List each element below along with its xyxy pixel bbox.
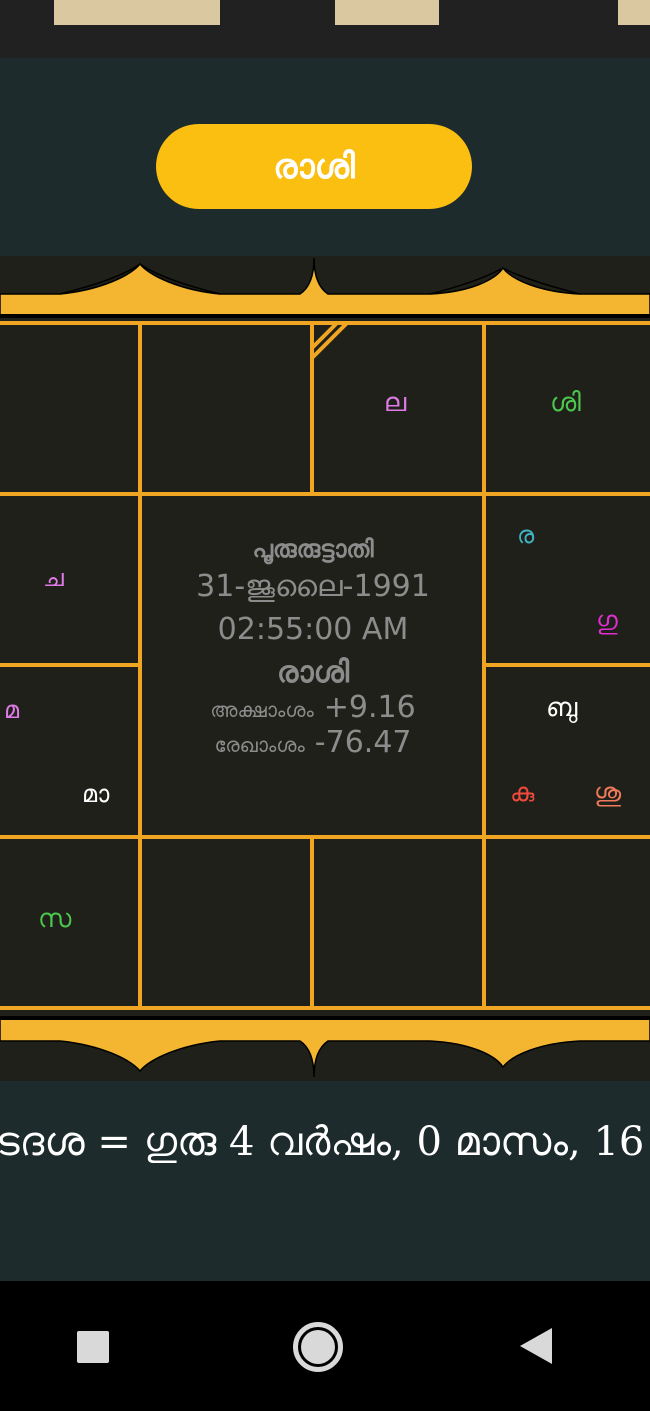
- latitude-value: +9.16: [323, 690, 416, 725]
- longitude-value: -76.47: [314, 725, 412, 760]
- recent-apps-icon[interactable]: [77, 1331, 109, 1363]
- back-icon[interactable]: [520, 1328, 552, 1364]
- latitude-row: അക്ഷാംശം +9.16: [210, 690, 415, 725]
- planet-budha[interactable]: ബു: [546, 693, 578, 723]
- top-tab-middle[interactable]: [335, 0, 439, 25]
- nakshatra-label: പൂരുരുട്ടാതി: [252, 535, 374, 563]
- dasha-panel: ടദശ = ഗുരു 4 വർഷം, 0 മാസം, 16: [0, 1081, 650, 1281]
- planet-sani-2[interactable]: സ: [38, 904, 72, 934]
- planet-maandi[interactable]: മാ: [82, 780, 110, 808]
- chart-type-label: രാശി: [276, 655, 350, 690]
- planet-rahu[interactable]: ര: [517, 521, 535, 549]
- rasi-button[interactable]: രാശി: [156, 124, 472, 209]
- chart-center-info: പൂരുരുട്ടാതി 31-ജൂലൈ-1991 02:55:00 AM രാ…: [145, 497, 481, 833]
- birth-date: 31-ജൂലൈ-1991: [196, 569, 430, 604]
- chart-frame: [0, 257, 650, 1078]
- longitude-label: രേഖാംശം: [214, 733, 305, 757]
- latitude-label: അക്ഷാംശം: [210, 698, 314, 722]
- top-strip: [0, 0, 650, 58]
- dasha-text: ടദശ = ഗുരു 4 വർഷം, 0 മാസം, 16: [0, 1119, 645, 1165]
- home-icon[interactable]: [293, 1322, 343, 1372]
- rasi-chart: ല ശി ര ഗു ച മ മാ ബു കു ശു സ: [0, 256, 650, 1081]
- top-tab-right[interactable]: [618, 0, 650, 25]
- planet-shukra[interactable]: ശു: [594, 778, 622, 808]
- top-tab-left[interactable]: [54, 0, 220, 25]
- longitude-row: രേഖാംശം -76.47: [215, 725, 412, 760]
- planet-guru[interactable]: ഗു: [596, 606, 618, 636]
- planet-mandi[interactable]: മ: [4, 696, 20, 724]
- planet-lagna[interactable]: ല: [384, 388, 407, 418]
- planet-kuja[interactable]: കു: [510, 778, 535, 808]
- birth-time: 02:55:00 AM: [217, 612, 409, 647]
- planet-shani[interactable]: ശി: [550, 388, 581, 418]
- planet-chandra[interactable]: ച: [43, 564, 64, 592]
- home-icon-inner: [301, 1330, 335, 1364]
